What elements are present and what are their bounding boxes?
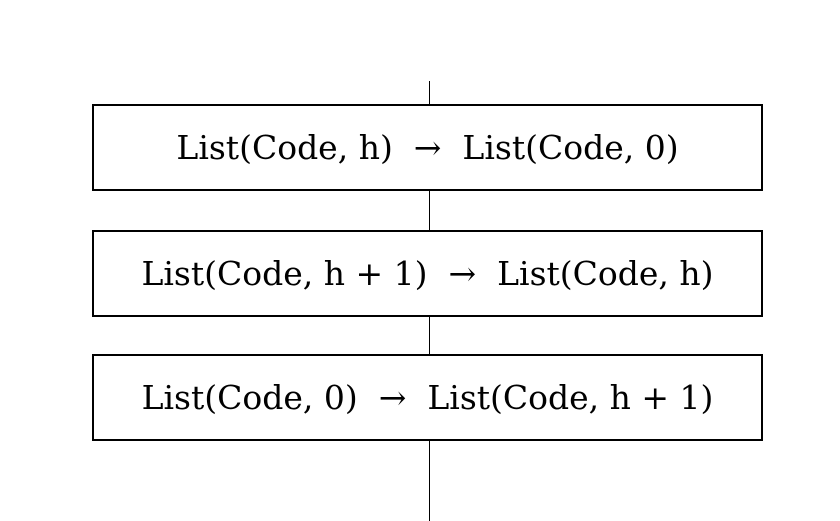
- step-box-2-label: List(Code, h + 1) → List(Code, h): [141, 254, 714, 293]
- connector-2-3: [429, 317, 430, 355]
- step-box-2: List(Code, h + 1) → List(Code, h): [92, 230, 763, 317]
- step-box-1: List(Code, h) → List(Code, 0): [92, 104, 763, 191]
- step-box-3-label: List(Code, 0) → List(Code, h + 1): [141, 378, 714, 417]
- step-box-3: List(Code, 0) → List(Code, h + 1): [92, 354, 763, 441]
- connector-bottom: [429, 441, 430, 521]
- connector-top: [429, 81, 430, 105]
- step-box-1-label: List(Code, h) → List(Code, 0): [176, 128, 679, 167]
- connector-1-2: [429, 191, 430, 231]
